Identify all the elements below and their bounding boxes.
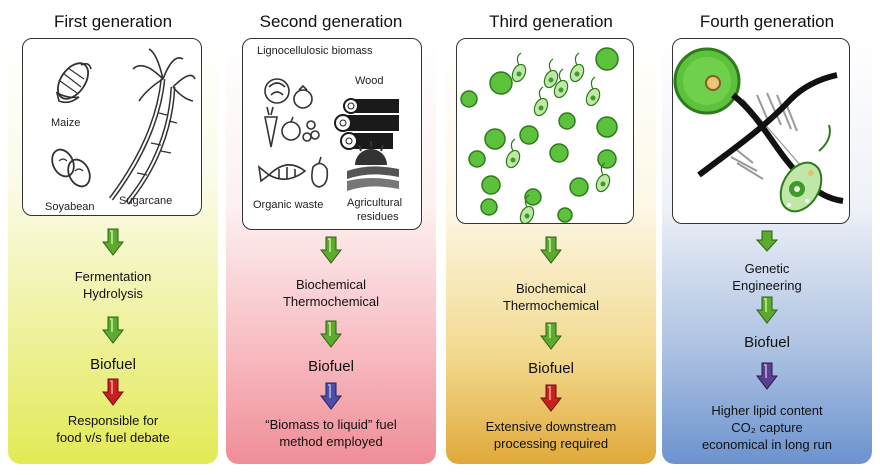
process-line: Engineering — [732, 278, 802, 293]
note-line: “Biomass to liquid” fuel — [265, 417, 397, 432]
maize-icon — [55, 62, 92, 104]
wood-label: Wood — [355, 75, 384, 87]
biofuel-label: Biofuel — [744, 334, 790, 351]
process-line: Thermochemical — [282, 294, 380, 309]
algal-cell-icon — [779, 124, 831, 213]
third-generation-column: Third generation Biochemical Thermochemi… — [446, 4, 656, 464]
second-generation-column: Second generation Lignocellulosic biomas… — [226, 4, 436, 464]
round-algae-cell — [569, 177, 589, 197]
arrow-down-icon — [756, 362, 778, 390]
flagellate-algae-cell — [553, 68, 569, 99]
process-line: Biochemical — [515, 281, 587, 296]
note-line: food v/s fuel debate — [56, 430, 170, 445]
feedstock-box: Lignocellulosic biomass — [242, 38, 422, 230]
outcome-note: Higher lipid content CO₂ capture economi… — [662, 402, 872, 453]
arrow-down-icon — [320, 320, 342, 348]
arrow-down-icon — [102, 316, 124, 344]
sugarcane-icon — [108, 48, 196, 205]
round-algae-cell — [481, 175, 501, 195]
note-line: Extensive downstream — [485, 419, 617, 434]
process-line: Genetic — [744, 261, 790, 276]
outcome-note: Extensive downstream processing required — [446, 418, 656, 452]
process-step: Genetic Engineering — [662, 260, 872, 294]
column-title: Second generation — [259, 12, 403, 31]
column-title: First generation — [53, 12, 173, 31]
round-algae-cell — [480, 198, 498, 216]
note-line: Responsible for — [67, 413, 159, 428]
round-algae-cell — [524, 188, 542, 206]
flagellate-algae-cell — [543, 58, 559, 89]
microalgae-icon — [460, 47, 619, 223]
microalgae-icon — [673, 47, 741, 115]
flagellate-algae-cell — [511, 52, 527, 83]
process-step: Fermentation Hydrolysis — [8, 268, 218, 302]
flagellate-algae-cell — [519, 194, 535, 223]
arrow-down-icon — [320, 382, 342, 410]
biofuel-label: Biofuel — [308, 358, 354, 375]
process-line: Thermochemical — [502, 298, 600, 313]
note-line: CO₂ capture — [731, 420, 803, 435]
first-generation-column: First generation — [8, 4, 218, 464]
process-line: Hydrolysis — [83, 286, 143, 301]
note-line: method employed — [279, 434, 383, 449]
feedstock-box — [672, 38, 850, 224]
arrow-down-icon — [540, 322, 562, 350]
round-algae-cell — [595, 47, 619, 71]
round-algae-cell — [549, 143, 569, 163]
process-step: Biochemical Thermochemical — [226, 276, 436, 310]
flagellate-algae-cell — [585, 76, 601, 107]
fish-waste-icon — [257, 156, 329, 188]
fourth-generation-column: Fourth generation — [662, 4, 872, 464]
process-step: Biochemical Thermochemical — [446, 280, 656, 314]
flagellate-algae-cell — [505, 138, 521, 169]
flagellate-algae-cell — [533, 86, 549, 117]
flagellate-algae-cell — [595, 162, 611, 193]
agricultural-label: Agricultural — [347, 197, 403, 209]
maize-label: Maize — [51, 117, 81, 129]
arrow-down-icon — [540, 384, 562, 412]
wood-logs-icon — [334, 98, 399, 150]
biomass-label: Lignocellulosic biomass — [257, 45, 373, 57]
note-line: economical in long run — [701, 437, 833, 452]
round-algae-cell — [519, 125, 539, 145]
column-title: Third generation — [489, 12, 613, 31]
outcome-note: Responsible for food v/s fuel debate — [8, 412, 218, 446]
soyabean-label: Soyabean — [45, 201, 95, 213]
round-algae-cell — [597, 149, 617, 169]
round-algae-cell — [558, 112, 576, 130]
arrow-down-icon — [756, 230, 778, 258]
round-algae-cell — [596, 116, 618, 138]
note-line: processing required — [493, 436, 609, 451]
biofuel-label: Biofuel — [90, 356, 136, 373]
residues-label: residues — [357, 211, 399, 223]
biofuel-label: Biofuel — [528, 360, 574, 377]
outcome-note: “Biomass to liquid” fuel method employed — [226, 416, 436, 450]
arrow-down-icon — [102, 228, 124, 256]
vegetables-icon — [264, 78, 320, 148]
round-algae-cell — [489, 71, 513, 95]
soyabean-icon — [51, 148, 91, 188]
note-line: Higher lipid content — [711, 403, 823, 418]
arrow-down-icon — [102, 378, 124, 406]
organic-waste-label: Organic waste — [253, 199, 324, 211]
feedstock-box: Maize Soyabean Sugarcane — [22, 38, 202, 216]
column-title: Fourth generation — [699, 12, 835, 31]
sugarcane-label: Sugarcane — [119, 195, 173, 207]
arrow-down-icon — [320, 236, 342, 264]
process-line: Biochemical — [295, 277, 367, 292]
arrow-down-icon — [756, 296, 778, 324]
round-algae-cell — [557, 207, 573, 223]
round-algae-cell — [460, 90, 478, 108]
process-line: Fermentation — [74, 269, 152, 284]
feedstock-box — [456, 38, 634, 224]
field-icon — [347, 141, 399, 191]
round-algae-cell — [468, 150, 486, 168]
round-algae-cell — [484, 128, 506, 150]
flagellate-algae-cell — [569, 52, 585, 83]
arrow-down-icon — [540, 236, 562, 264]
